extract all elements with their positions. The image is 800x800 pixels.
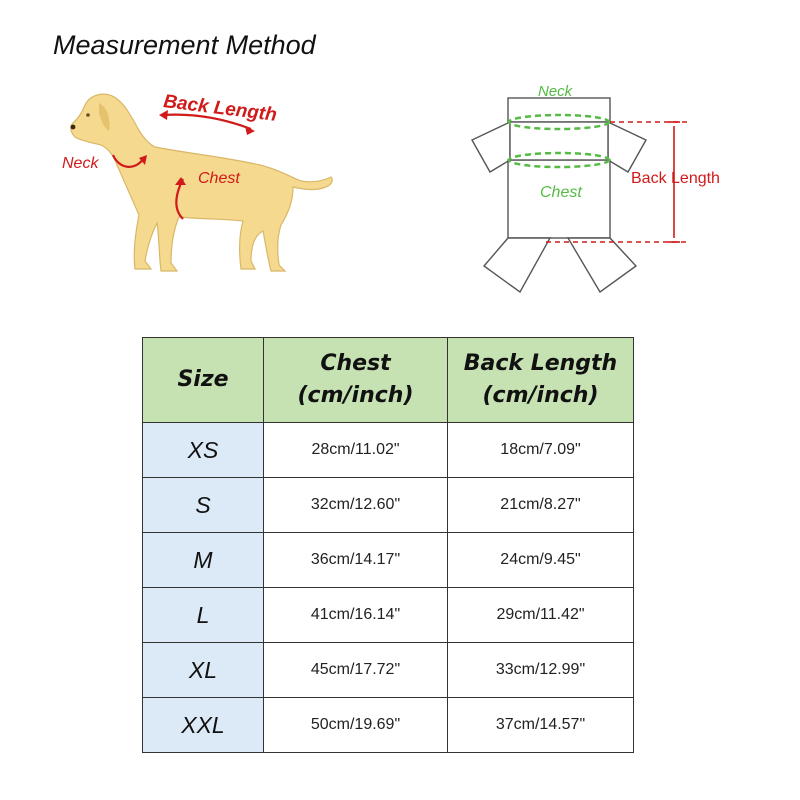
garment-measurement-diagram (471, 97, 688, 294)
dog-neck-label: Neck (62, 155, 99, 172)
chest-cell: 41cm/16.14" (263, 587, 448, 643)
back-length-cell: 21cm/8.27" (447, 477, 634, 533)
chest-cell: 28cm/11.02" (263, 422, 448, 478)
back-length-cell: 24cm/9.45" (447, 532, 634, 588)
back-length-cell: 18cm/7.09" (447, 422, 634, 478)
arrowheads (139, 110, 255, 185)
size-cell: L (142, 587, 264, 643)
dog-illustration (70, 93, 333, 272)
header-back-length-text: Back Length (463, 351, 618, 377)
header-back-length: Back Length (cm/inch) (447, 337, 634, 423)
size-cell: S (142, 477, 264, 533)
chest-cell: 45cm/17.72" (263, 642, 448, 698)
table-row: XS 28cm/11.02" 18cm/7.09" (142, 422, 634, 478)
dog-measurement-diagram (70, 93, 333, 272)
size-cell: XS (142, 422, 264, 478)
back-length-arrow (162, 113, 252, 131)
neck-ellipse (507, 113, 611, 131)
header-chest-text: Chest (320, 351, 391, 377)
table-row: XL 45cm/17.72" 33cm/12.99" (142, 642, 634, 698)
header-size-text: Size (177, 367, 229, 393)
neck-measure-loop (111, 154, 144, 168)
garment-green-measures (507, 113, 611, 169)
back-length-dimension-line (668, 121, 680, 243)
chest-ellipse (507, 151, 611, 169)
size-chart-table: Size Chest (cm/inch) Back Length (cm/inch)… (142, 337, 634, 753)
header-size: Size (142, 337, 264, 423)
table-row: M 36cm/14.17" 24cm/9.45" (142, 532, 634, 588)
size-cell: XXL (142, 697, 264, 753)
header-chest-unit: (cm/inch) (297, 383, 414, 408)
page-title: Measurement Method (53, 30, 316, 60)
back-length-cell: 29cm/11.42" (447, 587, 634, 643)
table-row: XXL 50cm/19.69" 37cm/14.57" (142, 697, 634, 753)
header-back-length-unit: (cm/inch) (482, 383, 599, 408)
header-chest: Chest (cm/inch) (263, 337, 448, 423)
size-cell: XL (142, 642, 264, 698)
garment-back-length-label: Back Length (631, 170, 720, 187)
chest-cell: 32cm/12.60" (263, 477, 448, 533)
chest-cell: 36cm/14.17" (263, 532, 448, 588)
back-length-cell: 33cm/12.99" (447, 642, 634, 698)
garment-chest-label: Chest (540, 184, 582, 201)
table-row: S 32cm/12.60" 21cm/8.27" (142, 477, 634, 533)
back-length-cell: 37cm/14.57" (447, 697, 634, 753)
chest-cell: 50cm/19.69" (263, 697, 448, 753)
size-cell: M (142, 532, 264, 588)
garment-neck-label: Neck (538, 83, 573, 100)
table-header-row: Size Chest (cm/inch) Back Length (cm/inch) (142, 337, 634, 423)
table-row: L 41cm/16.14" 29cm/11.42" (142, 587, 634, 643)
dog-chest-label: Chest (198, 170, 240, 187)
